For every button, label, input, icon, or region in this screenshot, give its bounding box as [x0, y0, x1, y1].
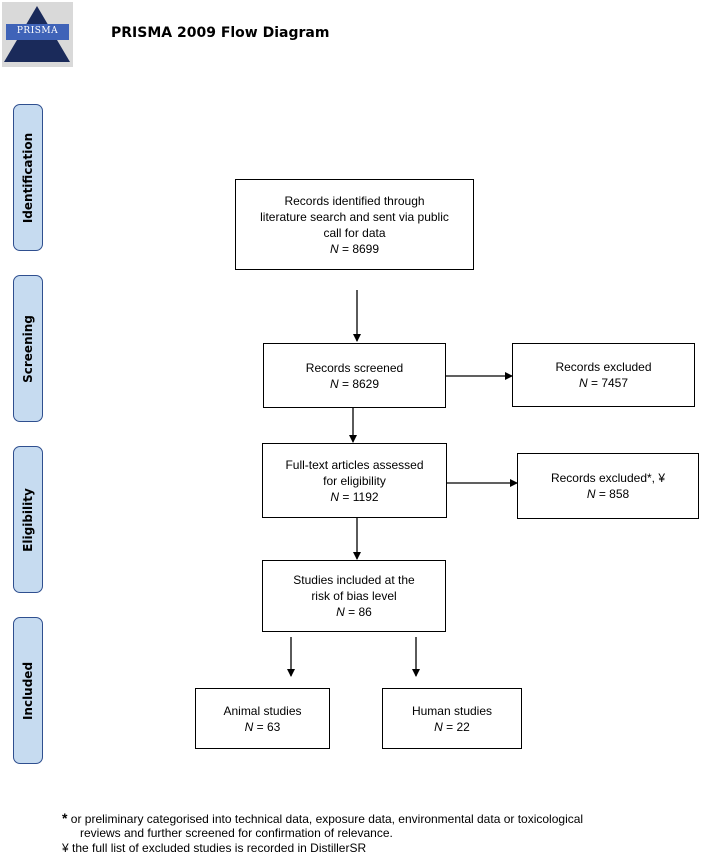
box-count: N = 1192 [330, 489, 379, 504]
footnote-text: reviews and further screened for confirm… [80, 826, 393, 840]
box-human-studies: Human studies N = 22 [382, 688, 522, 749]
footnote-mark: * [62, 810, 68, 826]
stage-included: Included [13, 617, 43, 764]
box-count: N = 63 [244, 719, 281, 734]
box-count: N = 8699 [329, 241, 380, 256]
box-count: N = 8629 [329, 376, 380, 391]
stage-eligibility: Eligibility [13, 446, 43, 593]
box-records-excluded: Records excluded N = 7457 [512, 343, 695, 407]
box-line: Animal studies [223, 703, 302, 718]
stage-identification: Identification [13, 104, 43, 251]
box-line: Records screened [305, 360, 404, 375]
box-count: N = 86 [336, 605, 372, 619]
prisma-logo-icon [2, 2, 73, 67]
box-line: literature search and sent via public [260, 209, 449, 224]
box-line: call for data [323, 225, 386, 240]
box-records-screened: Records screened N = 8629 [263, 343, 446, 408]
box-line: Records excluded [555, 360, 652, 374]
box-line: Records identified through [284, 193, 425, 208]
box-line: Full-text articles assessed [285, 457, 424, 472]
box-count: N = 7457 [578, 376, 629, 390]
box-count: N = 22 [434, 719, 470, 734]
logo-text: PRISMA [16, 26, 59, 36]
box-fulltext-assessed: Full-text articles assessed for eligibil… [262, 443, 447, 518]
box-line: Studies included at the [293, 573, 415, 587]
footnote-text: or preliminary categorised into technica… [67, 812, 584, 826]
footnote-yen: ¥ the full list of excluded studies is r… [62, 841, 366, 856]
footnote-mark: ¥ [62, 841, 69, 855]
box-animal-studies: Animal studies N = 63 [195, 688, 330, 749]
box-line: Human studies [411, 703, 493, 718]
footnote-text: the full list of excluded studies is rec… [68, 841, 367, 855]
box-line: risk of bias level [311, 589, 397, 603]
footnote-asterisk-continued: reviews and further screened for confirm… [80, 826, 393, 841]
footnote-asterisk: * or preliminary categorised into techni… [62, 811, 583, 827]
box-studies-included: Studies included at the risk of bias lev… [262, 560, 446, 632]
box-count: N = 858 [586, 487, 630, 501]
prisma-logo: PRISMA [2, 2, 73, 67]
box-records-identified: Records identified through literature se… [235, 179, 474, 270]
box-records-excluded-eligibility: Records excluded*, ¥ N = 858 [517, 453, 699, 519]
stage-screening: Screening [13, 275, 43, 422]
box-line: Records excluded*, ¥ [550, 471, 666, 485]
page-title: PRISMA 2009 Flow Diagram [111, 25, 330, 41]
box-line: for eligibility [323, 473, 386, 488]
